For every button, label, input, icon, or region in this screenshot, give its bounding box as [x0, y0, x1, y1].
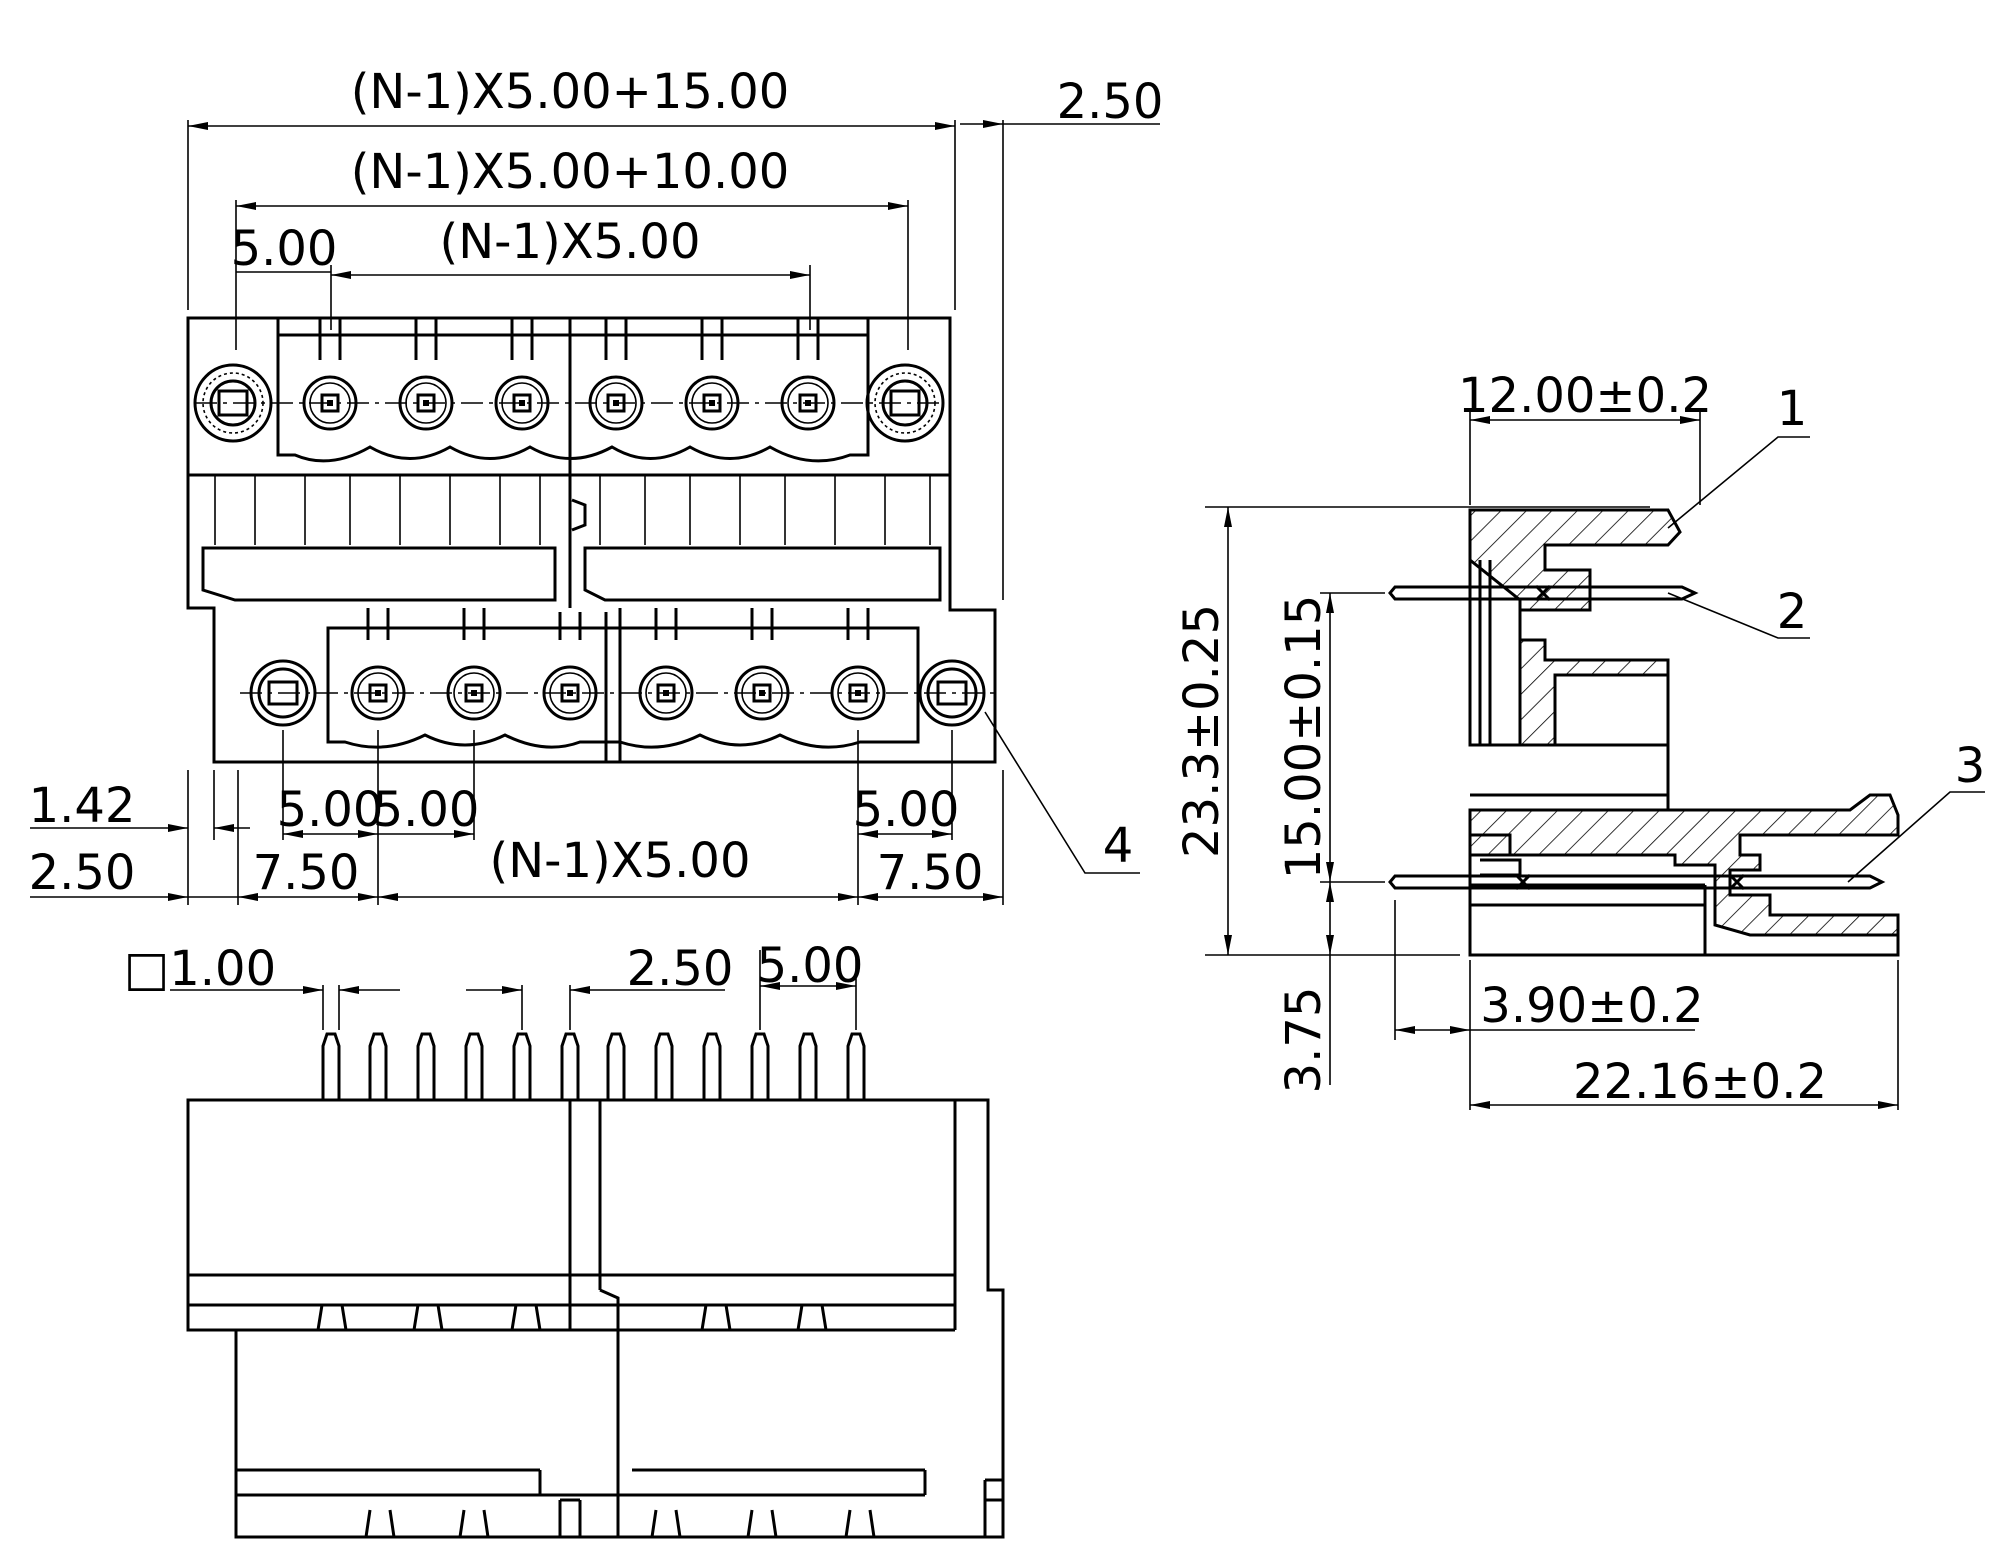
- dim-flange-width: (N-1)X5.00+10.00: [351, 144, 790, 200]
- dim-right-offset: 2.50: [1057, 74, 1164, 130]
- dim-total-depth: 22.16±0.2: [1573, 1054, 1827, 1110]
- dim-total-height: 23.3±0.25: [1174, 604, 1230, 858]
- callout-4: 4: [1103, 818, 1134, 874]
- dim-first-pitch: 5.00: [231, 221, 338, 277]
- dim-pin-square: □1.00: [124, 941, 276, 997]
- dim-pitch-b: 5.00: [373, 782, 480, 838]
- dim-right-margin: 7.50: [877, 845, 984, 901]
- dim-total-width: (N-1)X5.00+15.00: [351, 64, 790, 120]
- dim-pin-below: 3.75: [1276, 987, 1332, 1094]
- callout-2: 2: [1777, 584, 1808, 640]
- dim-left-step: 1.42: [29, 778, 136, 834]
- dim-pin-span-bottom: (N-1)X5.00: [490, 833, 751, 889]
- callout-1: 1: [1777, 381, 1808, 437]
- front-view: (N-1)X5.00+15.00 2.50 (N-1)X5.00+10.00 (…: [29, 64, 1164, 905]
- dim-pin-protrusion: 3.90±0.2: [1480, 978, 1703, 1034]
- dim-left-offset: 2.50: [29, 845, 136, 901]
- dim-depth-top: 12.00±0.2: [1458, 368, 1712, 424]
- dim-pin-offset: 2.50: [627, 941, 734, 997]
- dim-left-margin: 7.50: [253, 845, 360, 901]
- dim-pitch-right: 5.00: [853, 782, 960, 838]
- side-view: 12.00±0.2 23.3±0.25 15.00±0.15 3.75 3.90…: [1174, 368, 1985, 1110]
- dim-pin-pitch: 5.00: [757, 938, 864, 994]
- dim-pitch-a: 5.00: [277, 782, 384, 838]
- callout-3: 3: [1955, 738, 1986, 794]
- dim-pin-span-top: (N-1)X5.00: [440, 214, 701, 270]
- bottom-view: □1.00 2.50 5.00: [124, 938, 1005, 1539]
- dim-pin-spacing: 15.00±0.15: [1276, 595, 1332, 880]
